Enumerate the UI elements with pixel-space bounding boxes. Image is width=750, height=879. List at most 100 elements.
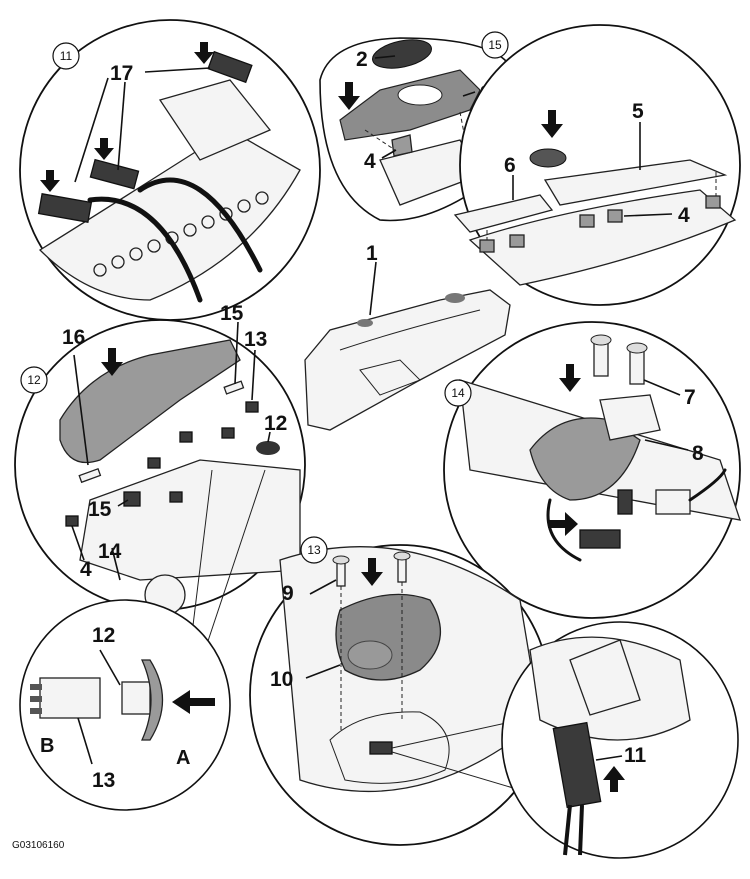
wiring-cable	[137, 177, 263, 273]
detail-15: 5 6 4 15	[453, 24, 741, 306]
arrow-up-icon	[603, 766, 625, 792]
leader-line	[305, 664, 341, 679]
label-15: 15	[88, 498, 112, 521]
arrow-down-icon	[559, 364, 581, 392]
label-4: 4	[678, 204, 690, 227]
callout-line	[391, 719, 521, 749]
clip-17-top	[207, 50, 253, 84]
leader-line	[234, 321, 239, 385]
circle-tag-13-text: 13	[307, 543, 321, 557]
screw-head	[393, 551, 411, 561]
part-4-clips	[479, 195, 721, 253]
dashboard-overview: 1	[304, 242, 511, 431]
wire	[578, 804, 584, 856]
screw-15	[78, 467, 102, 484]
callout-line	[204, 469, 266, 651]
screw-15	[223, 380, 245, 395]
leader-line	[374, 55, 396, 59]
circle-tag-14-text: 14	[451, 386, 465, 400]
leader-line	[267, 431, 271, 443]
arrow-down-icon	[361, 558, 383, 586]
leader-line	[381, 149, 397, 159]
part-11-connector	[552, 721, 602, 809]
dash-contour	[339, 309, 481, 351]
label-side-b: B	[40, 735, 54, 757]
pin	[30, 684, 42, 690]
leader-line	[117, 499, 129, 507]
label-14: 14	[98, 540, 122, 563]
label-6: 6	[504, 154, 516, 177]
circle-tag-13	[300, 536, 328, 564]
part-12-switch	[256, 441, 280, 455]
leader-line	[644, 439, 689, 451]
wiring-cable	[87, 196, 203, 303]
label-10: 10	[270, 668, 293, 691]
label-15: 15	[220, 302, 244, 325]
circle-tag-11-text: 11	[60, 49, 73, 63]
leader-line	[99, 649, 121, 686]
label-7: 7	[684, 386, 696, 409]
circle-tag-11	[52, 42, 80, 70]
circle-tag-15-text: 15	[488, 38, 502, 52]
label-17: 17	[110, 62, 133, 85]
leader-line	[623, 213, 673, 217]
center-stack	[359, 359, 421, 396]
wire	[563, 804, 572, 856]
part-2-cap	[372, 39, 432, 69]
part-6-button	[529, 148, 567, 168]
module-bracket	[599, 394, 661, 441]
leader-line	[643, 379, 681, 396]
clip-17-left	[37, 193, 93, 223]
leader-line	[251, 349, 256, 401]
speaker-connector	[369, 741, 393, 755]
callout-line	[189, 469, 213, 651]
label-8: 8	[692, 442, 704, 465]
callout-line	[391, 751, 521, 791]
label-4: 4	[364, 150, 376, 173]
label-13: 13	[244, 328, 267, 351]
label-11: 11	[624, 744, 647, 767]
part-1-dashboard	[304, 289, 511, 431]
leader-line	[369, 261, 377, 316]
switch-body	[121, 681, 151, 715]
arrow-down-icon	[94, 138, 114, 160]
leader-line	[462, 91, 476, 97]
harness-connector	[579, 529, 621, 549]
leader-line	[73, 354, 89, 466]
arrow-down-icon	[40, 170, 60, 192]
detail-connector-closeup: 11	[501, 621, 739, 859]
switch-face-a	[140, 659, 164, 741]
guide-line	[364, 129, 396, 151]
label-12: 12	[92, 624, 115, 647]
label-2: 2	[356, 48, 368, 71]
speaker-recess	[329, 711, 450, 784]
label-5: 5	[632, 100, 644, 123]
leader-line	[111, 547, 121, 581]
leader-line	[117, 81, 126, 171]
grille-insert	[347, 640, 393, 670]
detail-switch-ab: 12 13 B A	[19, 599, 231, 811]
part-6-strip	[453, 194, 554, 233]
detail-14: 7 8 14	[443, 321, 741, 619]
bracket-tab	[569, 639, 641, 716]
label-12: 12	[264, 412, 287, 435]
arrow-down-icon	[194, 42, 214, 64]
arrow-left-icon	[172, 690, 215, 714]
module-block	[158, 79, 272, 161]
label-13: 13	[92, 769, 115, 792]
cover-opening	[397, 84, 443, 106]
leader-line	[144, 67, 211, 73]
center-console-shape	[38, 129, 301, 301]
part-16-cluster-cover	[59, 339, 241, 464]
wiring-cable	[546, 498, 582, 562]
pin	[30, 696, 42, 702]
screw-head	[626, 342, 648, 354]
screw-head	[332, 555, 350, 565]
detail-13: 9 10 13	[249, 536, 551, 846]
clip-17-mid	[89, 158, 140, 190]
detail-11: 17 11	[19, 19, 321, 321]
vent	[357, 319, 373, 327]
circle-tag-14	[444, 379, 472, 407]
leader-line	[595, 755, 623, 761]
